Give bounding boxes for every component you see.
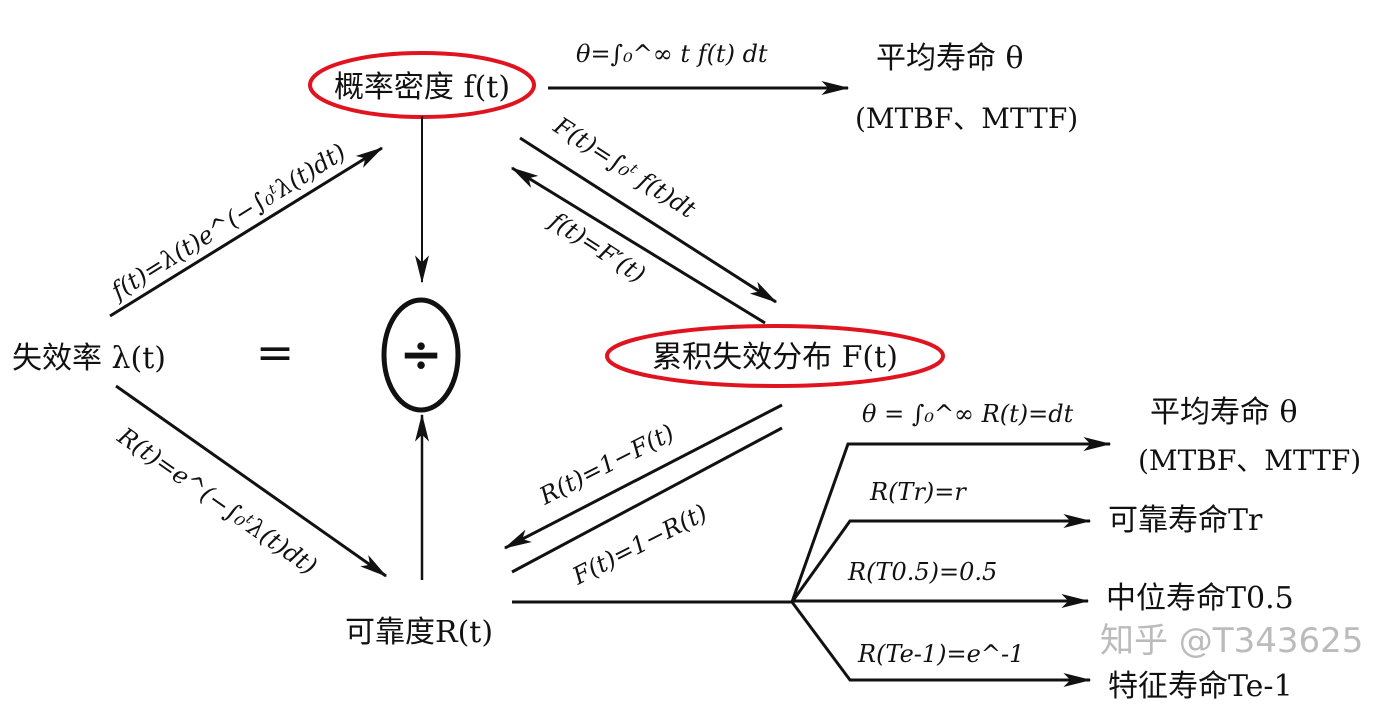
- node-mean-life-top: 平均寿命 θ: [876, 41, 1024, 76]
- label-cdf-to-density: f(t)=F′(t): [543, 205, 650, 288]
- node-mean-life-top-abbr: (MTBF、MTTF): [855, 102, 1078, 135]
- equals-sign: =: [256, 325, 295, 379]
- node-reliable-life: 可靠寿命Tr: [1108, 503, 1263, 538]
- node-cdf: 累积失效分布 F(t): [652, 340, 898, 375]
- arrow-rate-to-density: [109, 146, 384, 318]
- cdf-highlight-ellipse: [605, 324, 945, 388]
- node-mean-life-right: 平均寿命 θ: [1150, 395, 1298, 430]
- label-density-to-cdf: F(t)=∫₀ᵗ f(t)dt: [548, 111, 701, 224]
- arrow-rate-to-reliability: [115, 384, 388, 578]
- arrow-reliability-to-characteristic-life: [790, 601, 1092, 687]
- arrow-density-to-cdf: [519, 136, 778, 304]
- arrow-cdf-to-reliability: [503, 403, 783, 550]
- node-density: 概率密度 f(t): [334, 70, 510, 105]
- node-reliability: 可靠度R(t): [345, 615, 493, 650]
- label-rate-to-density: f(t)=λ(t)e^(−∫₀ᵗλ(t)dt): [105, 138, 351, 306]
- label-rate-to-reliability: R(t)=e^(−∫₀ᵗλ(t)dt): [112, 421, 322, 580]
- label-reliability-to-mean: θ = ∫₀^∞ R(t)=dt: [862, 400, 1074, 428]
- divide-ellipse: [381, 297, 461, 413]
- label-reliability-to-cdf: F(t)=1−R(t): [567, 499, 712, 591]
- label-characteristic-life-eq: R(Te-1)=e^-1: [857, 640, 1024, 668]
- label-median-life-eq: R(T0.5)=0.5: [847, 558, 997, 586]
- arrow-reliability-to-cdf: [511, 426, 783, 574]
- label-density-to-mean: θ=∫₀^∞ t f(t) dt: [576, 40, 768, 68]
- label-reliable-life-eq: R(Tr)=r: [869, 478, 967, 506]
- arrow-reliability-to-reliable-life: [790, 514, 1092, 603]
- node-characteristic-life: 特征寿命Te-1: [1108, 669, 1293, 704]
- watermark: 知乎 @T343625: [1100, 621, 1363, 661]
- arrow-cdf-to-density: [510, 166, 766, 325]
- node-failure-rate: 失效率 λ(t): [12, 341, 166, 376]
- node-median-life: 中位寿命T0.5: [1106, 581, 1294, 616]
- node-mean-life-right-abbr: (MTBF、MTTF): [1138, 444, 1361, 477]
- arrow-reliability-to-mean: [790, 437, 1112, 603]
- divide-icon: ÷: [399, 324, 443, 385]
